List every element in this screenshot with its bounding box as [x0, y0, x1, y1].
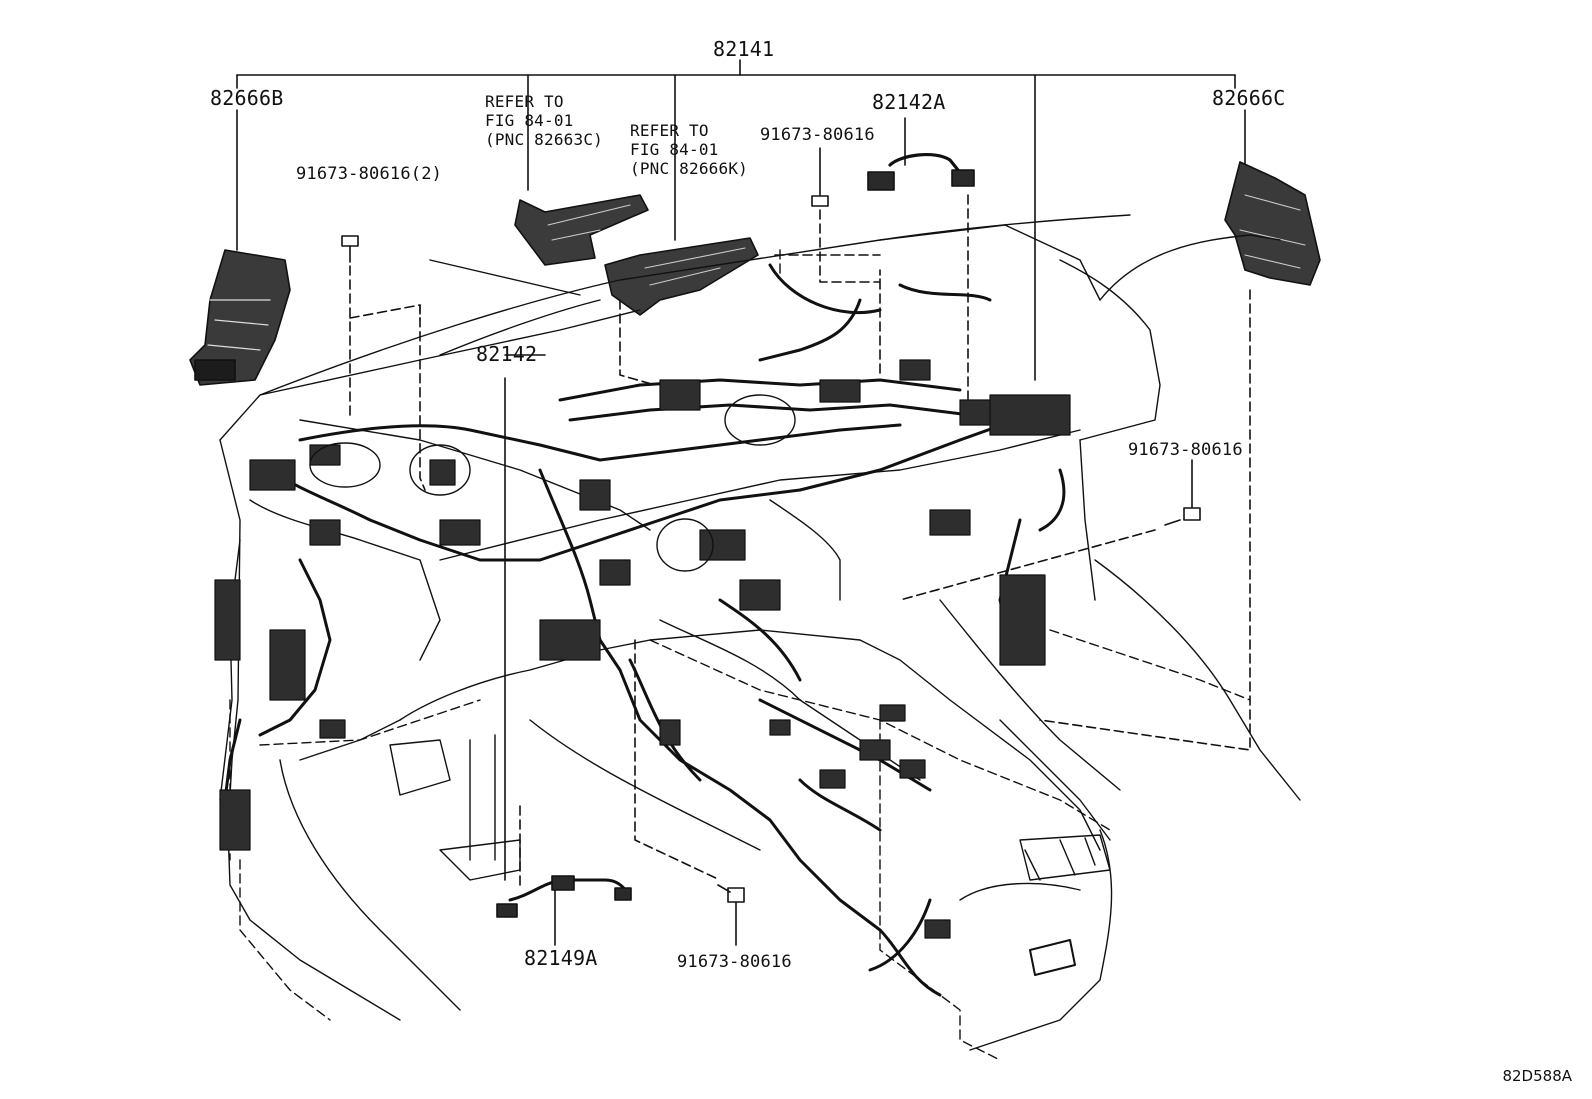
- bolt-bottom: [634, 639, 745, 946]
- panel-outline: [229, 249, 1251, 1061]
- ref1-line3: (PNC 82663C): [485, 130, 603, 149]
- label-bolt-right: 91673-80616: [1128, 440, 1243, 460]
- ref1-line2: FIG 84-01: [485, 111, 574, 130]
- diagram-id: 82D588A: [1502, 1067, 1572, 1085]
- label-82666b: 82666B: [210, 86, 284, 110]
- label-82149a: 82149A: [524, 946, 598, 970]
- dash-vents: [309, 259, 841, 601]
- label-82142: 82142: [476, 342, 538, 366]
- main-harness-leader: [236, 59, 1236, 381]
- label-bolt-qty: 91673-80616(2): [296, 164, 443, 184]
- ref-part-82666k: [604, 237, 759, 386]
- label-82141: 82141: [713, 37, 775, 61]
- bolt-top: [774, 147, 881, 376]
- bolt-left: [341, 235, 426, 491]
- ref2-line1: REFER TO: [630, 121, 709, 140]
- ref2-line2: FIG 84-01: [630, 140, 719, 159]
- label-bolt-top: 91673-80616: [760, 125, 875, 145]
- harness-82149a: [496, 804, 632, 946]
- ref1-line1: REFER TO: [485, 92, 564, 111]
- dash-connectors: [214, 359, 1071, 939]
- dashboard-body: [219, 214, 1301, 1051]
- label-bolt-bottom: 91673-80616: [677, 952, 792, 972]
- ref2-line3: (PNC 82666K): [630, 159, 748, 178]
- label-82142a: 82142A: [872, 90, 946, 114]
- label-82666c: 82666C: [1212, 86, 1286, 110]
- connector-82666b: [189, 109, 291, 386]
- connector-82666c: [1039, 109, 1321, 751]
- ref-part-82663c: [514, 194, 649, 266]
- harness-82142-leader: [504, 354, 546, 881]
- harness-82142a: [867, 117, 975, 401]
- reference-note-82666k: REFER TO FIG 84-01 (PNC 82666K): [630, 121, 748, 178]
- bolt-right: [899, 459, 1201, 601]
- reference-note-82663c: REFER TO FIG 84-01 (PNC 82663C): [485, 92, 603, 149]
